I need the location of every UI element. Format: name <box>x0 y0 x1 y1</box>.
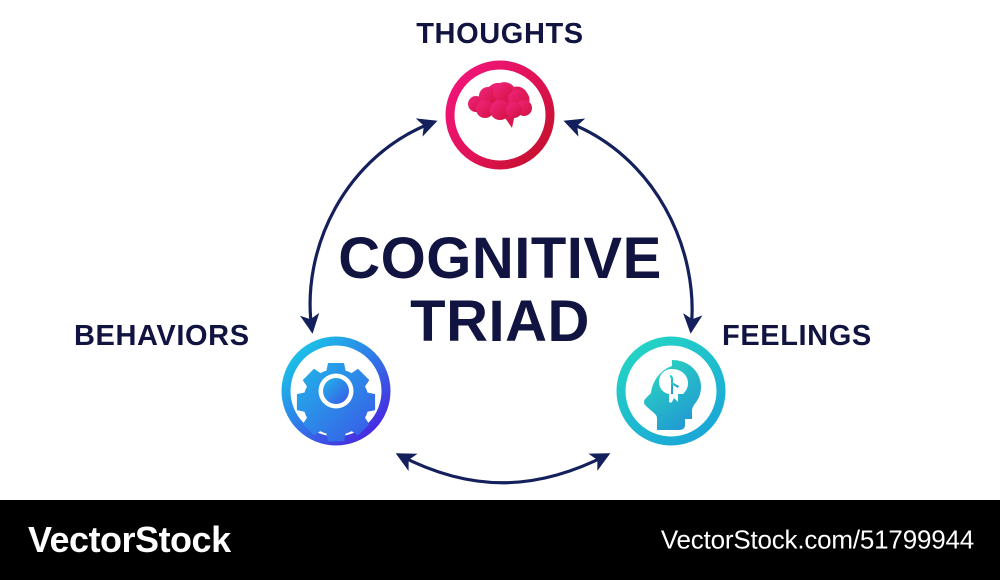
node-behaviors[interactable] <box>281 336 391 446</box>
node-feelings[interactable] <box>616 336 726 446</box>
arc-thoughts-feelings <box>563 118 703 334</box>
node-label-behaviors: BEHAVIORS <box>74 320 250 352</box>
center-title-line-2: TRIAD <box>410 288 590 354</box>
center-title: COGNITIVE TRIAD <box>300 226 700 354</box>
feelings-ring <box>616 336 726 446</box>
center-title-line-1: COGNITIVE <box>338 226 662 291</box>
watermark-bar: VectorStock VectorStock.com/51799944 <box>0 500 1000 580</box>
node-label-thoughts: THOUGHTS <box>416 18 584 50</box>
watermark-url-text: VectorStock.com/51799944 <box>660 524 974 555</box>
arc-behaviors-thoughts <box>300 118 438 334</box>
diagram-artboard: THOUGHTS BEHAVIORS FEELINGS COGNITIVE TR… <box>74 18 872 485</box>
thoughts-ring <box>445 60 555 170</box>
gear-icon <box>296 363 376 442</box>
arc-behaviors-feelings <box>395 453 611 485</box>
node-thoughts[interactable] <box>445 60 555 170</box>
head-brain-icon <box>644 360 701 430</box>
node-label-feelings: FEELINGS <box>722 320 872 352</box>
watermark-brand-text: VectorStock <box>28 519 231 560</box>
connector-arcs <box>300 118 703 485</box>
thought-bubble-icon <box>468 82 532 128</box>
triad-diagram <box>281 60 726 485</box>
